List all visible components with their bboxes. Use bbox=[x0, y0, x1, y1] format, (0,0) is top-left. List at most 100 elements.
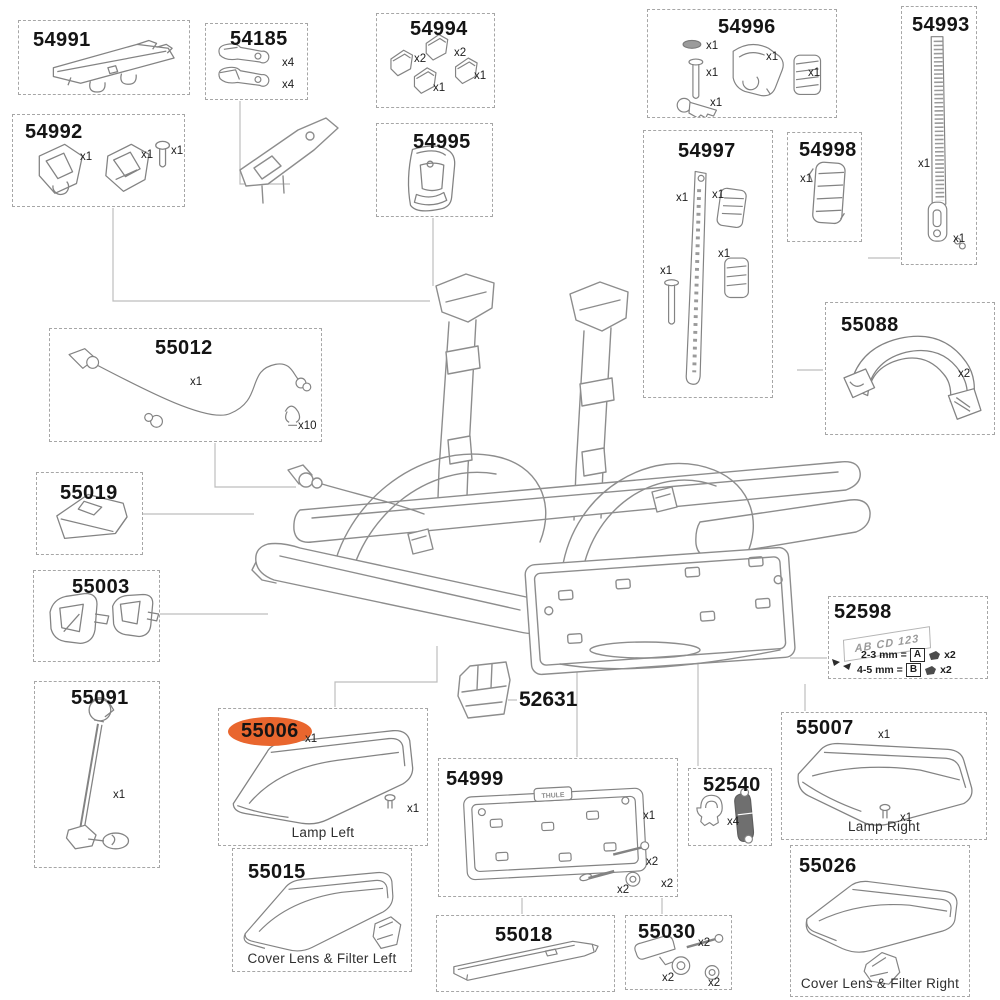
qty-label: x1 bbox=[141, 149, 154, 161]
part-number-54993[interactable]: 54993 bbox=[912, 14, 970, 36]
part-box-55018: 55018 bbox=[436, 915, 615, 992]
part-box-54185: 54185 x4 x4 bbox=[205, 23, 308, 100]
part-number-52540[interactable]: 52540 bbox=[703, 774, 761, 796]
part-number-55003[interactable]: 55003 bbox=[72, 576, 130, 598]
lamp-right-illustration bbox=[797, 742, 973, 826]
strap-illustration bbox=[927, 36, 966, 250]
cover-lens-right-illustration bbox=[805, 880, 958, 985]
part-caption: Lamp Right bbox=[847, 819, 921, 834]
qty-label: x1 bbox=[407, 803, 420, 815]
qty-label: x2 bbox=[698, 937, 711, 949]
part-box-55006: 55006 x1 x1 Lamp Left bbox=[218, 708, 428, 846]
qty-label: x1 bbox=[643, 810, 656, 822]
part-number-52598[interactable]: 52598 bbox=[834, 601, 892, 623]
part-number-54997[interactable]: 54997 bbox=[678, 140, 736, 162]
thickness-row-b: 4-5 mm = B x2 bbox=[857, 663, 952, 677]
cover-lens-left-illustration bbox=[243, 871, 402, 952]
qty-label: x4 bbox=[282, 79, 295, 91]
wedge-block-illustration bbox=[56, 493, 128, 540]
qty-label: x1 bbox=[808, 67, 821, 79]
qty-label: x1 bbox=[171, 145, 184, 157]
qty-label: x1 bbox=[474, 70, 487, 82]
part-box-55019: 55019 bbox=[36, 472, 143, 555]
qty-label: x2 bbox=[661, 878, 674, 890]
thickness-arrows-icon bbox=[832, 659, 851, 670]
part-box-52540: 52540 x4 bbox=[688, 768, 772, 846]
qty-label: x1 bbox=[878, 729, 891, 741]
qty-label: x4 bbox=[727, 816, 740, 828]
part-box-54997: 54997 x1 x1 x1 x1 bbox=[643, 130, 773, 398]
part-number-55006-highlighted[interactable]: 55006 bbox=[228, 717, 312, 746]
part-box-55088: 55088 x2 bbox=[825, 302, 995, 435]
qty-label: x1 bbox=[710, 97, 723, 109]
qty-label: x1 bbox=[706, 67, 719, 79]
qty-label: x4 bbox=[282, 57, 295, 69]
part-number-54992[interactable]: 54992 bbox=[25, 121, 83, 143]
part-number-54999[interactable]: 54999 bbox=[446, 768, 504, 790]
linkage-rod-illustration bbox=[65, 697, 130, 850]
part-box-55012: 55012 x1 x10 bbox=[49, 328, 322, 442]
qty-label: x10 bbox=[298, 420, 317, 432]
part-number-54995[interactable]: 54995 bbox=[413, 131, 471, 153]
part-caption: Lamp Left bbox=[291, 825, 355, 840]
code-letter: A bbox=[909, 648, 926, 662]
lever-parts-illustration bbox=[218, 43, 270, 87]
part-box-54996: 54996 x1 x1 x1 x1 x1 bbox=[647, 9, 837, 118]
part-box-54995: 54995 bbox=[376, 123, 493, 217]
qty-label: x2 bbox=[414, 53, 427, 65]
plate-logo-text: THULE bbox=[541, 792, 565, 800]
part-number-55088[interactable]: 55088 bbox=[841, 314, 899, 336]
qty-label: x2 bbox=[940, 664, 952, 676]
part-box-55007: 55007 x1 x1 Lamp Right bbox=[781, 712, 987, 840]
part-caption: Cover Lens & Filter Right bbox=[800, 976, 960, 991]
qty-label: x1 bbox=[305, 733, 318, 745]
part-box-54992: 54992 x1 x1 x1 bbox=[12, 114, 185, 207]
qty-label: x1 bbox=[918, 158, 931, 170]
part-number-52631[interactable]: 52631 bbox=[519, 688, 578, 711]
part-number-55019[interactable]: 55019 bbox=[60, 482, 118, 504]
part-number-54994[interactable]: 54994 bbox=[410, 18, 468, 40]
clip-parts-illustration bbox=[38, 140, 171, 196]
qty-label: x2 bbox=[617, 884, 630, 896]
thickness-label: 4-5 mm = bbox=[857, 664, 903, 676]
code-letter: B bbox=[905, 663, 922, 677]
bike-carrier-drawing bbox=[239, 117, 871, 719]
qty-label: x1 bbox=[113, 789, 126, 801]
part-box-55030: 55030 x2 x2 x2 bbox=[625, 915, 732, 990]
qty-label: x1 bbox=[676, 192, 689, 204]
part-number-55091[interactable]: 55091 bbox=[71, 687, 129, 709]
plate-holder-illustration: THULE bbox=[463, 786, 650, 887]
qty-label: x1 bbox=[706, 40, 719, 52]
part-number-54991[interactable]: 54991 bbox=[33, 29, 91, 51]
support-bar-illustration bbox=[453, 940, 599, 981]
part-number-55018[interactable]: 55018 bbox=[495, 924, 553, 946]
part-number-54998[interactable]: 54998 bbox=[799, 139, 857, 161]
qty-label: x1 bbox=[766, 51, 779, 63]
qty-label: x2 bbox=[944, 649, 956, 661]
part-box-54991: 54991 bbox=[18, 20, 190, 95]
thickness-row-a: 2-3 mm = A x2 bbox=[861, 648, 956, 662]
part-number-55007[interactable]: 55007 bbox=[796, 717, 854, 739]
part-number-55026[interactable]: 55026 bbox=[799, 855, 857, 877]
part-number-54185[interactable]: 54185 bbox=[230, 28, 288, 50]
part-caption: Cover Lens & Filter Left bbox=[247, 951, 397, 966]
clip-icon bbox=[929, 650, 941, 660]
clip-set-illustration bbox=[390, 33, 478, 94]
part-number-55015[interactable]: 55015 bbox=[248, 861, 306, 883]
part-box-55091: 55091 x1 bbox=[34, 681, 160, 868]
part-number-55012[interactable]: 55012 bbox=[155, 337, 213, 359]
qty-label: x1 bbox=[953, 233, 966, 245]
rail-bracket-illustration bbox=[52, 39, 175, 93]
part-box-54994: 54994 x2 x2 x1 x1 bbox=[376, 13, 495, 108]
qty-label: x1 bbox=[800, 173, 813, 185]
wheel-arm-illustration bbox=[843, 335, 982, 420]
wiring-harness-illustration bbox=[68, 348, 312, 428]
pad-illustration bbox=[808, 161, 846, 225]
part-box-54998: 54998 x1 bbox=[787, 132, 862, 242]
part-number-54996[interactable]: 54996 bbox=[718, 16, 776, 38]
part-number-55030[interactable]: 55030 bbox=[638, 921, 696, 943]
clip-icon bbox=[925, 665, 937, 675]
qty-label: x2 bbox=[958, 368, 971, 380]
